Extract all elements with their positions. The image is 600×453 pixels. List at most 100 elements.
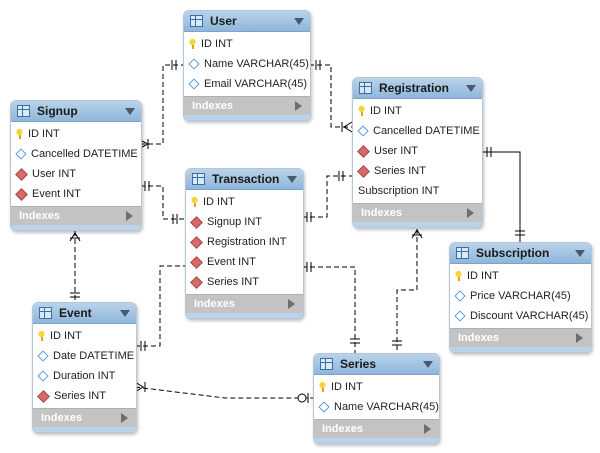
column-row[interactable]: Event INT: [186, 252, 303, 272]
indexes-section[interactable]: Indexes: [450, 328, 591, 347]
primary-key-icon: [319, 382, 326, 392]
entity-title: Signup: [37, 104, 78, 118]
foreign-key-icon: [357, 164, 370, 178]
indexes-section[interactable]: Indexes: [186, 294, 303, 313]
foreign-key-icon: [37, 389, 50, 403]
column-row[interactable]: Name VARCHAR(45): [184, 54, 310, 74]
indexes-label: Indexes: [41, 412, 82, 424]
entity-series[interactable]: Series ID INT Name VARCHAR(45) Indexes: [313, 353, 440, 444]
column-row[interactable]: ID INT: [353, 101, 482, 121]
column-label: Date DATETIME: [53, 350, 135, 362]
column-label: Event INT: [207, 256, 256, 268]
collapse-arrow-icon[interactable]: [294, 17, 304, 25]
entity-event[interactable]: Event ID INT Date DATETIME Duration INT Seri…: [32, 302, 137, 433]
entity-bottom-bar: [186, 313, 303, 318]
entity-user[interactable]: User ID INT Name VARCHAR(45) Email VARCHAR(…: [183, 10, 311, 121]
column-label: ID INT: [28, 128, 60, 140]
table-icon: [17, 105, 30, 117]
collapse-arrow-icon[interactable]: [575, 249, 585, 257]
foreign-key-icon: [15, 167, 28, 181]
entity-header[interactable]: Signup: [11, 101, 141, 122]
indexes-section[interactable]: Indexes: [11, 206, 141, 225]
indexes-label: Indexes: [192, 100, 233, 112]
collapse-arrow-icon[interactable]: [287, 175, 297, 183]
column-icon: [15, 148, 27, 160]
entity-header[interactable]: Series: [314, 354, 439, 375]
expand-arrow-icon[interactable]: [288, 299, 295, 309]
column-row[interactable]: Duration INT: [33, 366, 136, 386]
column-row[interactable]: ID INT: [450, 266, 591, 286]
column-icon: [454, 310, 466, 322]
collapse-arrow-icon[interactable]: [466, 84, 476, 92]
expand-arrow-icon[interactable]: [295, 101, 302, 111]
column-row[interactable]: Event INT: [11, 184, 141, 204]
entity-title: Series: [340, 357, 377, 371]
column-row[interactable]: Date DATETIME: [33, 346, 136, 366]
column-row[interactable]: ID INT: [186, 192, 303, 212]
column-row[interactable]: Discount VARCHAR(45): [450, 306, 591, 326]
collapse-arrow-icon[interactable]: [125, 107, 135, 115]
column-label: ID INT: [203, 196, 235, 208]
column-row[interactable]: Email VARCHAR(45): [184, 74, 310, 94]
column-row[interactable]: Signup INT: [186, 212, 303, 232]
entity-title: Registration: [379, 81, 450, 95]
column-row[interactable]: Price VARCHAR(45): [450, 286, 591, 306]
relationship-registration-subscription: [481, 147, 525, 242]
entity-header[interactable]: Subscription: [450, 243, 591, 264]
entity-header[interactable]: Transaction: [186, 169, 303, 190]
primary-key-icon: [38, 331, 45, 341]
primary-key-icon: [189, 39, 196, 49]
column-list: ID INT Name VARCHAR(45): [314, 375, 439, 419]
table-icon: [359, 82, 372, 94]
entity-title: Transaction: [212, 172, 280, 186]
foreign-key-icon: [15, 187, 28, 201]
column-label: Subscription INT: [358, 185, 440, 197]
table-icon: [192, 173, 205, 185]
collapse-arrow-icon[interactable]: [120, 309, 130, 317]
column-row[interactable]: Series INT: [186, 272, 303, 292]
collapse-arrow-icon[interactable]: [423, 360, 433, 368]
expand-arrow-icon[interactable]: [126, 211, 133, 221]
entity-header[interactable]: Event: [33, 303, 136, 324]
column-label: Series INT: [54, 390, 106, 402]
column-label: Name VARCHAR(45): [204, 58, 309, 70]
column-label: ID INT: [201, 38, 233, 50]
relationship-event-series: [134, 381, 313, 403]
entity-header[interactable]: Registration: [353, 78, 482, 99]
column-row[interactable]: ID INT: [314, 377, 439, 397]
expand-arrow-icon[interactable]: [576, 333, 583, 343]
column-label: Email VARCHAR(45): [204, 78, 308, 90]
primary-key-icon: [16, 129, 23, 139]
column-label: Duration INT: [53, 370, 116, 382]
indexes-section[interactable]: Indexes: [353, 203, 482, 222]
entity-header[interactable]: User: [184, 11, 310, 32]
column-row[interactable]: User INT: [353, 141, 482, 161]
expand-arrow-icon[interactable]: [467, 208, 474, 218]
indexes-section[interactable]: Indexes: [33, 408, 136, 427]
column-row[interactable]: Cancelled DATETIME: [11, 144, 141, 164]
entity-bottom-bar: [314, 438, 439, 443]
column-row[interactable]: ID INT: [11, 124, 141, 144]
column-row[interactable]: ID INT: [33, 326, 136, 346]
column-row[interactable]: Series INT: [33, 386, 136, 406]
column-row[interactable]: Registration INT: [186, 232, 303, 252]
column-row[interactable]: Cancelled DATETIME: [353, 121, 482, 141]
indexes-section[interactable]: Indexes: [314, 419, 439, 438]
column-row[interactable]: ID INT: [184, 34, 310, 54]
column-label: ID INT: [50, 330, 82, 342]
relationship-signup-user: [139, 60, 183, 149]
indexes-label: Indexes: [322, 423, 363, 435]
column-label: ID INT: [331, 381, 363, 393]
column-row[interactable]: User INT: [11, 164, 141, 184]
column-row[interactable]: Subscription INT: [353, 181, 482, 201]
entity-title: User: [210, 14, 237, 28]
expand-arrow-icon[interactable]: [424, 424, 431, 434]
indexes-section[interactable]: Indexes: [184, 96, 310, 115]
column-row[interactable]: Name VARCHAR(45): [314, 397, 439, 417]
column-row[interactable]: Series INT: [353, 161, 482, 181]
expand-arrow-icon[interactable]: [121, 413, 128, 423]
